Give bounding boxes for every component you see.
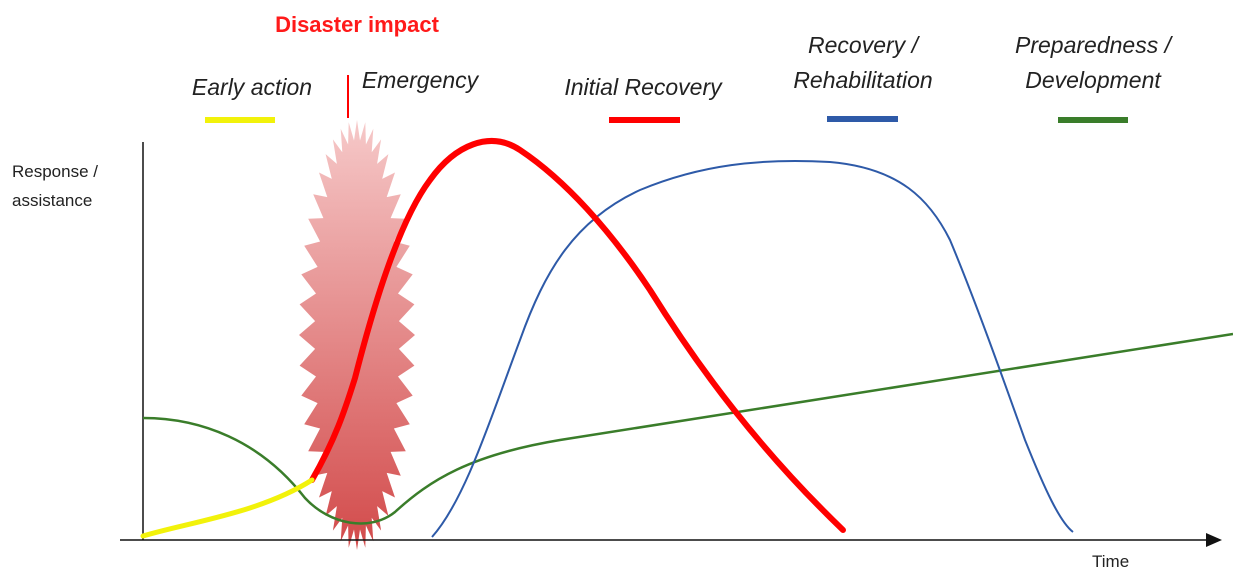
y-axis-label-line2: assistance [12, 191, 92, 210]
x-axis-label: Time [1092, 552, 1129, 571]
phase-label-preparedness-line2: Development [1025, 67, 1162, 93]
initial-recovery-curve [309, 138, 846, 533]
starburst-icon [299, 120, 415, 550]
disaster-impact-title: Disaster impact [275, 12, 440, 37]
phase-label-preparedness-line1: Preparedness / [1015, 32, 1174, 58]
arrow-right-icon [1206, 533, 1222, 547]
preparedness-curve [142, 332, 1233, 525]
phase-label-recovery-line2: Rehabilitation [793, 67, 932, 93]
recovery-curve [431, 159, 1074, 538]
phase-label-early-action: Early action [192, 74, 312, 100]
phase-label-initial-recovery: Initial Recovery [564, 74, 723, 100]
early-action-curve [140, 477, 315, 539]
phase-label-recovery-line1: Recovery / [808, 32, 921, 58]
phase-label-emergency: Emergency [362, 67, 480, 93]
y-axis-label-line1: Response / [12, 162, 98, 181]
